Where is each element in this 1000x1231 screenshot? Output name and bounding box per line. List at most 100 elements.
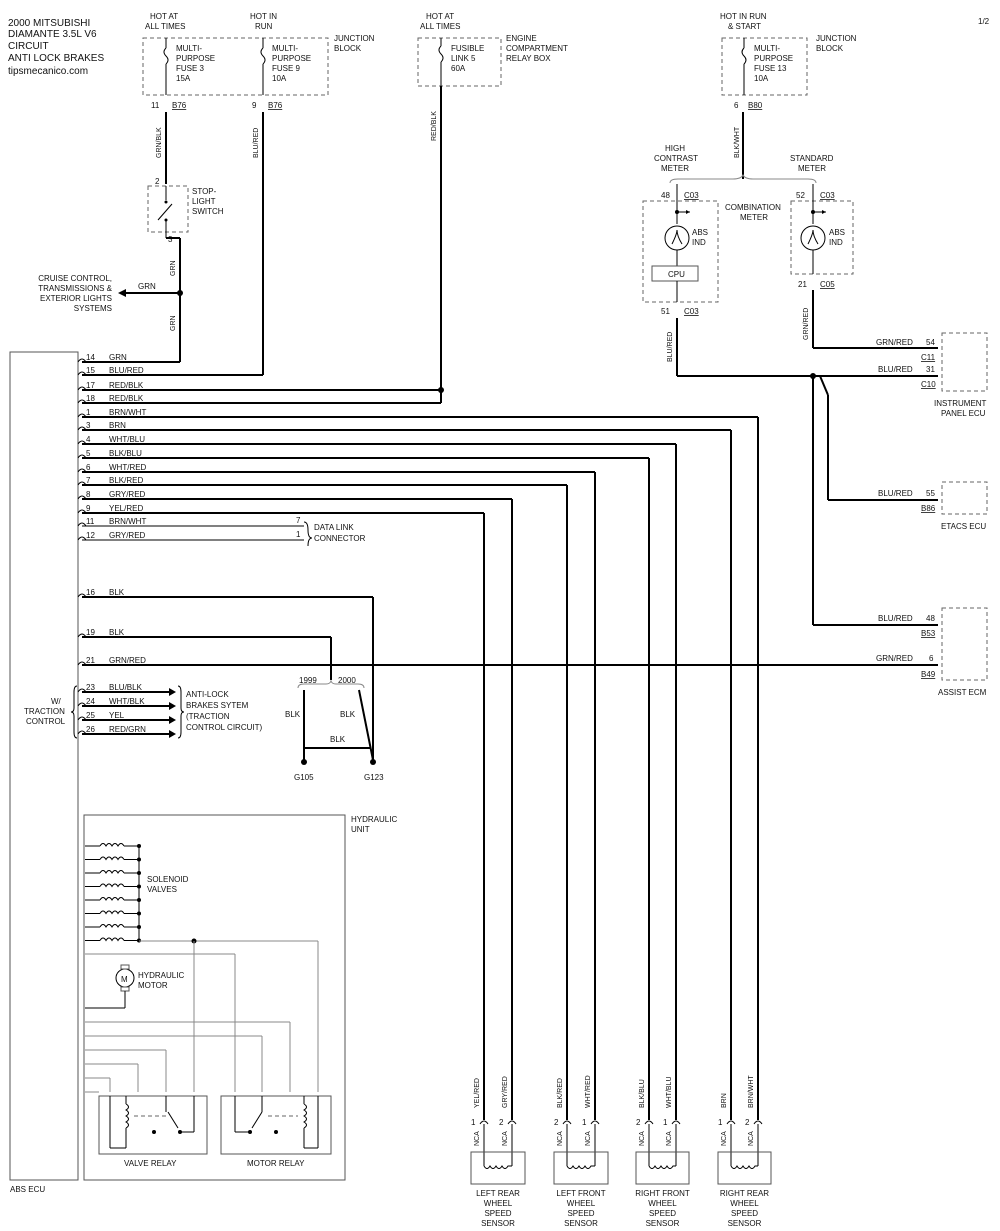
ecu-pin-number: 6 bbox=[86, 463, 91, 472]
connector-chevron-icon bbox=[644, 1120, 654, 1125]
wire-label-blu-red-meter: BLU/RED bbox=[667, 332, 674, 362]
traction-right-line1: ANTI-LOCK bbox=[186, 690, 229, 699]
connector-chevron-icon bbox=[590, 1120, 600, 1125]
cruise-line3: EXTERIOR LIGHTS bbox=[40, 294, 112, 303]
fuse-9-connector: B76 bbox=[268, 101, 283, 110]
assist-wire-blu-red: BLU/RED bbox=[878, 614, 913, 623]
motor-relay-box bbox=[220, 1095, 332, 1155]
cpu-label: CPU bbox=[668, 270, 685, 279]
ecu-pin-wire: BRN/WHT bbox=[109, 517, 146, 526]
ground-blk-2: BLK bbox=[340, 710, 356, 719]
motor-relay-coil-icon bbox=[303, 1103, 307, 1129]
ecu-pin-number: 8 bbox=[86, 490, 91, 499]
stop-switch-line1: STOP- bbox=[192, 187, 217, 196]
stop-switch-line2: LIGHT bbox=[192, 197, 216, 206]
fuse-9-line1: MULTI- bbox=[272, 44, 298, 53]
solenoid-line1: SOLENOID bbox=[147, 875, 189, 884]
solenoid-valve bbox=[85, 910, 141, 916]
ip-conn-c10: C10 bbox=[921, 380, 936, 389]
sensor-coil-icon bbox=[566, 1165, 595, 1169]
valve-relay-coil-icon bbox=[125, 1103, 129, 1129]
ecu-pin-wire: WHT/BLK bbox=[109, 697, 145, 706]
title-line-1: 2000 MITSUBISHI bbox=[8, 18, 90, 29]
meter-pin-21: 21 bbox=[798, 280, 807, 289]
solenoid-valve bbox=[85, 870, 141, 875]
sensor-name-line: LEFT FRONT bbox=[556, 1189, 605, 1198]
title-line-4: ANTI LOCK BRAKES bbox=[8, 53, 104, 64]
sensor-pin-1: 1 bbox=[718, 1118, 723, 1127]
ip-wire-grn-red: GRN/RED bbox=[876, 338, 913, 347]
stop-light-switch bbox=[147, 185, 189, 238]
sensor-name-line: WHEEL bbox=[484, 1199, 513, 1208]
fuse-3: MULTI- PURPOSE FUSE 3 15A bbox=[163, 38, 215, 95]
connector-chevron-icon bbox=[753, 1120, 763, 1125]
sensor-wire-1: BLK/BLU bbox=[639, 1079, 646, 1108]
traction-right-line3: (TRACTION bbox=[186, 712, 230, 721]
sensor-nca-2: NCA bbox=[502, 1131, 509, 1146]
sensor-nca-1: NCA bbox=[474, 1131, 481, 1146]
arrow-to-cruise-icon bbox=[118, 289, 126, 297]
traction-right-line4: CONTROL CIRCUIT) bbox=[186, 723, 262, 732]
ecu-pin-wire: BLK/RED bbox=[109, 476, 143, 485]
traction-left-line1: W/ bbox=[51, 697, 62, 706]
wire-label-grn-1: GRN bbox=[170, 260, 177, 276]
ecu-pin-number: 1 bbox=[86, 408, 91, 417]
meter-conn-c03-b: C03 bbox=[820, 191, 835, 200]
ecu-pin-number: 24 bbox=[86, 697, 95, 706]
sensor-housing bbox=[470, 1151, 526, 1185]
title-line-3: CIRCUIT bbox=[8, 41, 49, 52]
sensor-wire-1: BRN bbox=[721, 1093, 728, 1108]
stop-switch-line3: SWITCH bbox=[192, 207, 224, 216]
ip-pin-31: 31 bbox=[926, 365, 935, 374]
sensor-name-line: SPEED bbox=[731, 1209, 758, 1218]
motor-relay-label: MOTOR RELAY bbox=[247, 1159, 305, 1168]
sensor-name-line: WHEEL bbox=[730, 1199, 759, 1208]
ecu-pin-number: 5 bbox=[86, 449, 91, 458]
ecu-pin-number: 3 bbox=[86, 421, 91, 430]
fuse-13-pin: 6 bbox=[734, 101, 739, 110]
hydraulic-unit bbox=[83, 814, 346, 1181]
fuse-3-line3: FUSE 3 bbox=[176, 64, 205, 73]
sensor-name-line: SPEED bbox=[567, 1209, 594, 1218]
sensor-nca-1: NCA bbox=[639, 1131, 646, 1146]
fuse-9-line2: PURPOSE bbox=[272, 54, 311, 63]
sensor-nca-1: NCA bbox=[557, 1131, 564, 1146]
fuse-13-line3: FUSE 13 bbox=[754, 64, 787, 73]
hot-always-1-line1: HOT AT bbox=[150, 12, 178, 21]
cruise-wire-label: GRN bbox=[138, 282, 156, 291]
ecu-pin-wire: GRY/RED bbox=[109, 490, 146, 499]
solenoid-line2: VALVES bbox=[147, 885, 177, 894]
dlc-line1: DATA LINK bbox=[314, 523, 354, 532]
meter-pin-48: 48 bbox=[661, 191, 670, 200]
ecu-pin-row: 24 WHT/BLK bbox=[77, 697, 145, 707]
ecu-wire-runs bbox=[82, 361, 938, 1120]
link-5-line1: FUSIBLE bbox=[451, 44, 484, 53]
junction-block-2-line2: BLOCK bbox=[816, 44, 844, 53]
sensor-housing bbox=[553, 1151, 609, 1185]
ip-ecu-line2: PANEL ECU bbox=[941, 409, 986, 418]
stop-switch-pin-2: 2 bbox=[155, 177, 160, 186]
ip-ecu-line1: INSTRUMENT bbox=[934, 399, 987, 408]
ecu-pin-number: 9 bbox=[86, 504, 91, 513]
traction-left-line2: TRACTION bbox=[24, 707, 65, 716]
hot-run-start-line2: & START bbox=[728, 22, 761, 31]
solenoid-coil-icon bbox=[99, 910, 125, 915]
combination-meter-line2: METER bbox=[740, 213, 768, 222]
high-meter-line1: HIGH bbox=[665, 144, 685, 153]
abs-ecu-label: ABS ECU bbox=[10, 1185, 45, 1194]
ecu-pin-wire: GRN bbox=[109, 353, 127, 362]
ecu-pin-wire: BRN bbox=[109, 421, 126, 430]
ecu-pin-wire: YEL/RED bbox=[109, 504, 143, 513]
ecu-pin-number: 7 bbox=[86, 476, 91, 485]
connector-chevron-icon bbox=[726, 1120, 736, 1125]
wire-label-grn-red-meter: GRN/RED bbox=[803, 308, 810, 340]
wire-label-blu-red-top: BLU/RED bbox=[253, 128, 260, 158]
solenoid-valve bbox=[85, 924, 141, 929]
relay-box-line1: ENGINE bbox=[506, 34, 537, 43]
sensor-name-line: SENSOR bbox=[564, 1219, 598, 1228]
ecu-pin-wire: BLK bbox=[109, 588, 125, 597]
